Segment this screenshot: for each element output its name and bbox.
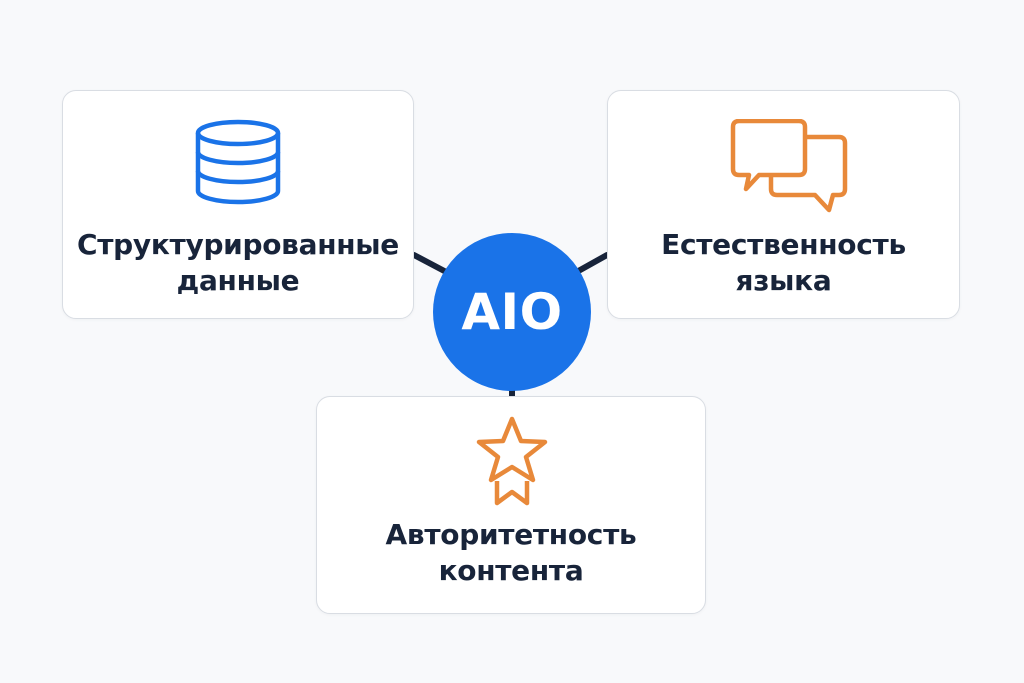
label-line: языка [735, 264, 832, 297]
label-line: Авторитетность [385, 518, 637, 551]
node-structured-data: Структурированные данные [62, 90, 414, 319]
label-line: контента [438, 554, 584, 587]
label-line: Естественность [661, 228, 906, 261]
star-badge-icon [476, 416, 548, 506]
node-authority-label: Авторитетность контента [317, 517, 705, 589]
chat-bubbles-icon [730, 119, 848, 213]
hub-circle: AIO [433, 233, 591, 391]
label-line: Структурированные [76, 228, 399, 261]
node-language-naturalness: Естественность языка [607, 90, 960, 319]
label-line: данные [176, 264, 300, 297]
database-icon [195, 119, 281, 205]
node-natural-label: Естественность языка [608, 227, 959, 299]
node-structured-label: Структурированные данные [63, 227, 413, 299]
node-content-authority: Авторитетность контента [316, 396, 706, 614]
hub-label: AIO [461, 283, 563, 341]
